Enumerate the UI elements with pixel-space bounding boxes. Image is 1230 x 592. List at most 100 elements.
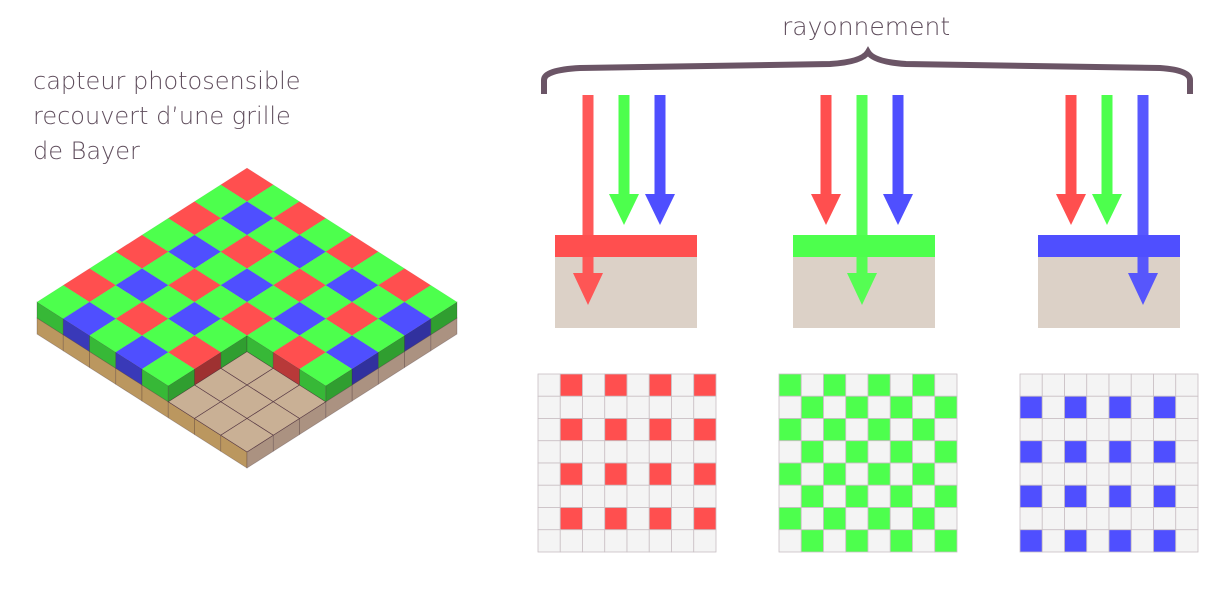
active-pixel xyxy=(1064,440,1088,464)
empty-pixel xyxy=(1175,484,1199,508)
green-channel-grid xyxy=(778,373,958,553)
empty-pixel xyxy=(912,529,936,553)
empty-pixel xyxy=(582,507,606,531)
empty-pixel xyxy=(778,395,802,419)
empty-pixel xyxy=(1175,373,1199,397)
substrate-block xyxy=(555,257,697,328)
active-pixel xyxy=(934,395,958,419)
empty-pixel xyxy=(626,373,650,397)
active-pixel xyxy=(1019,440,1043,464)
active-pixel xyxy=(648,418,672,442)
radiation-brace xyxy=(541,46,1193,94)
active-pixel xyxy=(1153,395,1177,419)
empty-pixel xyxy=(671,507,695,531)
active-pixel xyxy=(693,418,717,442)
isometric-sensor xyxy=(36,167,458,469)
empty-pixel xyxy=(582,484,606,508)
empty-pixel xyxy=(845,373,869,397)
active-pixel xyxy=(823,507,847,531)
empty-pixel xyxy=(671,529,695,553)
empty-pixel xyxy=(778,484,802,508)
bayer-filter-cell xyxy=(141,351,196,387)
active-pixel xyxy=(1108,440,1132,464)
empty-pixel xyxy=(1086,507,1110,531)
active-pixel xyxy=(1064,529,1088,553)
empty-pixel xyxy=(912,395,936,419)
active-pixel xyxy=(778,507,802,531)
green-light-arrow-icon xyxy=(609,95,639,225)
empty-pixel xyxy=(867,440,891,464)
active-pixel xyxy=(934,529,958,553)
empty-pixel xyxy=(889,418,913,442)
empty-pixel xyxy=(537,484,561,508)
empty-pixel xyxy=(845,462,869,486)
red-light-arrow-icon xyxy=(573,95,603,305)
empty-pixel xyxy=(648,395,672,419)
empty-pixel xyxy=(1153,418,1177,442)
empty-pixel xyxy=(1019,373,1043,397)
active-pixel xyxy=(912,373,936,397)
empty-pixel xyxy=(845,507,869,531)
empty-pixel xyxy=(582,462,606,486)
empty-pixel xyxy=(671,484,695,508)
empty-pixel xyxy=(800,507,824,531)
empty-pixel xyxy=(1130,373,1154,397)
empty-pixel xyxy=(912,484,936,508)
active-pixel xyxy=(867,373,891,397)
empty-pixel xyxy=(626,395,650,419)
empty-pixel xyxy=(1086,462,1110,486)
empty-pixel xyxy=(1130,484,1154,508)
empty-pixel xyxy=(626,507,650,531)
empty-pixel xyxy=(1175,418,1199,442)
empty-pixel xyxy=(582,373,606,397)
active-pixel xyxy=(559,507,583,531)
empty-pixel xyxy=(1130,395,1154,419)
empty-pixel xyxy=(1064,373,1088,397)
empty-pixel xyxy=(934,507,958,531)
empty-pixel xyxy=(648,484,672,508)
empty-pixel xyxy=(559,484,583,508)
filter-panels xyxy=(555,95,1180,328)
caption-line-2: recouvert d’une grille xyxy=(33,102,291,130)
empty-pixel xyxy=(537,440,561,464)
empty-pixel xyxy=(693,529,717,553)
empty-pixel xyxy=(800,462,824,486)
radiation-label: rayonnement xyxy=(782,12,951,41)
empty-pixel xyxy=(1153,507,1177,531)
active-pixel xyxy=(845,529,869,553)
active-pixel xyxy=(867,462,891,486)
active-pixel xyxy=(1153,529,1177,553)
empty-pixel xyxy=(1130,507,1154,531)
empty-pixel xyxy=(934,418,958,442)
active-pixel xyxy=(889,395,913,419)
active-pixel xyxy=(693,373,717,397)
empty-pixel xyxy=(1086,440,1110,464)
empty-pixel xyxy=(626,462,650,486)
empty-pixel xyxy=(867,484,891,508)
active-pixel xyxy=(1064,395,1088,419)
active-pixel xyxy=(693,507,717,531)
blue-filter-layer xyxy=(1038,235,1180,257)
active-pixel xyxy=(823,373,847,397)
empty-pixel xyxy=(1086,529,1110,553)
empty-pixel xyxy=(1153,373,1177,397)
empty-pixel xyxy=(845,418,869,442)
empty-pixel xyxy=(823,440,847,464)
empty-pixel xyxy=(1175,462,1199,486)
active-pixel xyxy=(778,462,802,486)
active-pixel xyxy=(1019,484,1043,508)
empty-pixel xyxy=(1175,395,1199,419)
empty-pixel xyxy=(537,507,561,531)
empty-pixel xyxy=(800,373,824,397)
empty-pixel xyxy=(1019,462,1043,486)
empty-pixel xyxy=(582,529,606,553)
active-pixel xyxy=(800,529,824,553)
empty-pixel xyxy=(604,484,628,508)
active-pixel xyxy=(648,462,672,486)
empty-pixel xyxy=(1041,440,1065,464)
empty-pixel xyxy=(537,462,561,486)
empty-pixel xyxy=(1175,507,1199,531)
empty-pixel xyxy=(1175,440,1199,464)
green-light-arrow-icon xyxy=(847,95,877,305)
